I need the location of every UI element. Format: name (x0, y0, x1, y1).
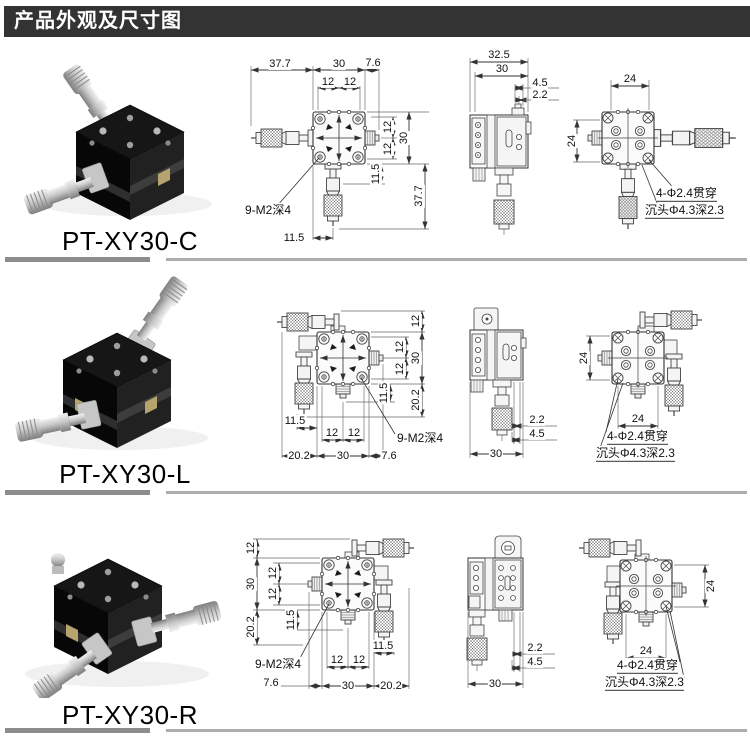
dim-label: 11.5 (369, 162, 383, 186)
drawings-row-l (276, 307, 703, 459)
product-name: PT-XY30-L (25, 459, 225, 490)
section-header: 产品外观及尺寸图 (4, 6, 750, 37)
dim-label: 30 (494, 62, 510, 76)
product-name-text: PT-XY30-R (62, 700, 198, 730)
dim-label: 4.5 (528, 427, 546, 441)
dim-label: 12 (320, 75, 336, 89)
dim-label: 7.6 (262, 676, 280, 690)
dim-label: 12 (342, 75, 358, 89)
product-name-text: PT-XY30-C (62, 226, 198, 256)
dim-label: 12 (393, 339, 407, 355)
leader-label: 沉头Φ4.3深2.3 (605, 674, 684, 692)
dim-label: 37.7 (268, 57, 292, 71)
dim-label: 7.6 (364, 56, 382, 70)
product-name: PT-XY30-C (30, 226, 230, 257)
dim-label: 30 (335, 449, 351, 463)
dim-label: 7.6 (380, 449, 398, 463)
dim-label: 24 (565, 133, 579, 149)
leader-label: 4-Φ2.4贯穿 (656, 185, 717, 203)
dim-label: 12 (381, 119, 395, 135)
product-name-text: PT-XY30-L (59, 459, 191, 489)
dim-label: 11.5 (377, 381, 391, 405)
product-photo-r (25, 553, 223, 698)
dim-label: 12 (244, 540, 258, 556)
dim-label: 30 (409, 350, 423, 366)
dim-label: 12 (393, 361, 407, 377)
dim-label: 2.2 (528, 413, 546, 427)
leader-label: 4-Φ2.4贯穿 (607, 428, 668, 446)
leader-label: 沉头Φ4.3深2.3 (596, 445, 675, 463)
dim-label: 4.5 (531, 76, 549, 90)
product-photo-c (22, 62, 212, 221)
leader-label: 沉头Φ4.3深2.3 (645, 202, 724, 220)
dim-label: 24 (577, 350, 591, 366)
dim-label: 32.5 (487, 48, 511, 62)
divider (166, 491, 747, 494)
page-title: 产品外观及尺寸图 (14, 10, 182, 32)
dim-label: 11.5 (284, 608, 298, 632)
dim-label: 30 (244, 576, 258, 592)
dim-label: 20.2 (379, 679, 403, 693)
dim-label: 30 (331, 57, 347, 71)
dim-label: 20.2 (409, 388, 423, 412)
divider (5, 257, 150, 262)
dim-label: 24 (704, 578, 718, 594)
dim-label: 24 (630, 412, 646, 426)
leader-label: 9-M2深4 (255, 656, 302, 672)
dim-label: 12 (324, 426, 340, 440)
dim-label: 4.5 (526, 655, 544, 669)
dim-label: 30 (488, 447, 504, 461)
leader-label: 4-Φ2.4贯穿 (617, 657, 678, 675)
product-name: PT-XY30-R (30, 700, 230, 731)
dimension-labels-row-l: 12 12 12 30 11.5 20.2 11.5 12 12 20.2 30… (243, 282, 748, 490)
side-view-drawing (469, 307, 557, 458)
dim-label: 24 (622, 72, 638, 86)
dim-label: 12 (351, 653, 367, 667)
leader-label: 9-M2深4 (397, 430, 444, 446)
dim-label: 30 (397, 130, 411, 146)
divider (166, 258, 747, 261)
dim-label: 20.2 (287, 449, 311, 463)
dim-label: 2.2 (526, 641, 544, 655)
dim-label: 12 (266, 586, 280, 602)
dim-label: 2.2 (531, 88, 549, 102)
dim-label: 37.7 (412, 184, 426, 208)
dim-label: 20.2 (244, 615, 258, 639)
dim-label: 12 (329, 653, 345, 667)
dim-label: 12 (409, 313, 423, 329)
dim-label: 24 (638, 644, 654, 658)
dimension-labels-row-r: 12 12 12 30 11.5 20.2 7.6 12 12 30 20.2 … (243, 512, 748, 720)
dim-label: 12 (346, 426, 362, 440)
divider (166, 729, 747, 732)
leader-label: 9-M2深4 (245, 202, 292, 218)
divider (5, 728, 150, 733)
dimension-labels-row-c: 37.7 30 7.6 12 12 12 12 30 11.5 37.7 11.… (243, 42, 748, 254)
dim-label: 12 (381, 141, 395, 157)
dim-label: 11.5 (371, 639, 395, 653)
side-view-drawing (466, 535, 555, 688)
side-view-drawing (469, 58, 559, 235)
dim-label: 12 (266, 565, 280, 581)
bottom-view-drawing (586, 310, 703, 449)
dim-label: 30 (340, 679, 356, 693)
dim-label: 30 (487, 677, 503, 691)
dim-label: 11.5 (283, 414, 307, 428)
product-photo-l (15, 274, 208, 450)
dim-label: 11.5 (282, 231, 306, 245)
divider (5, 490, 150, 495)
